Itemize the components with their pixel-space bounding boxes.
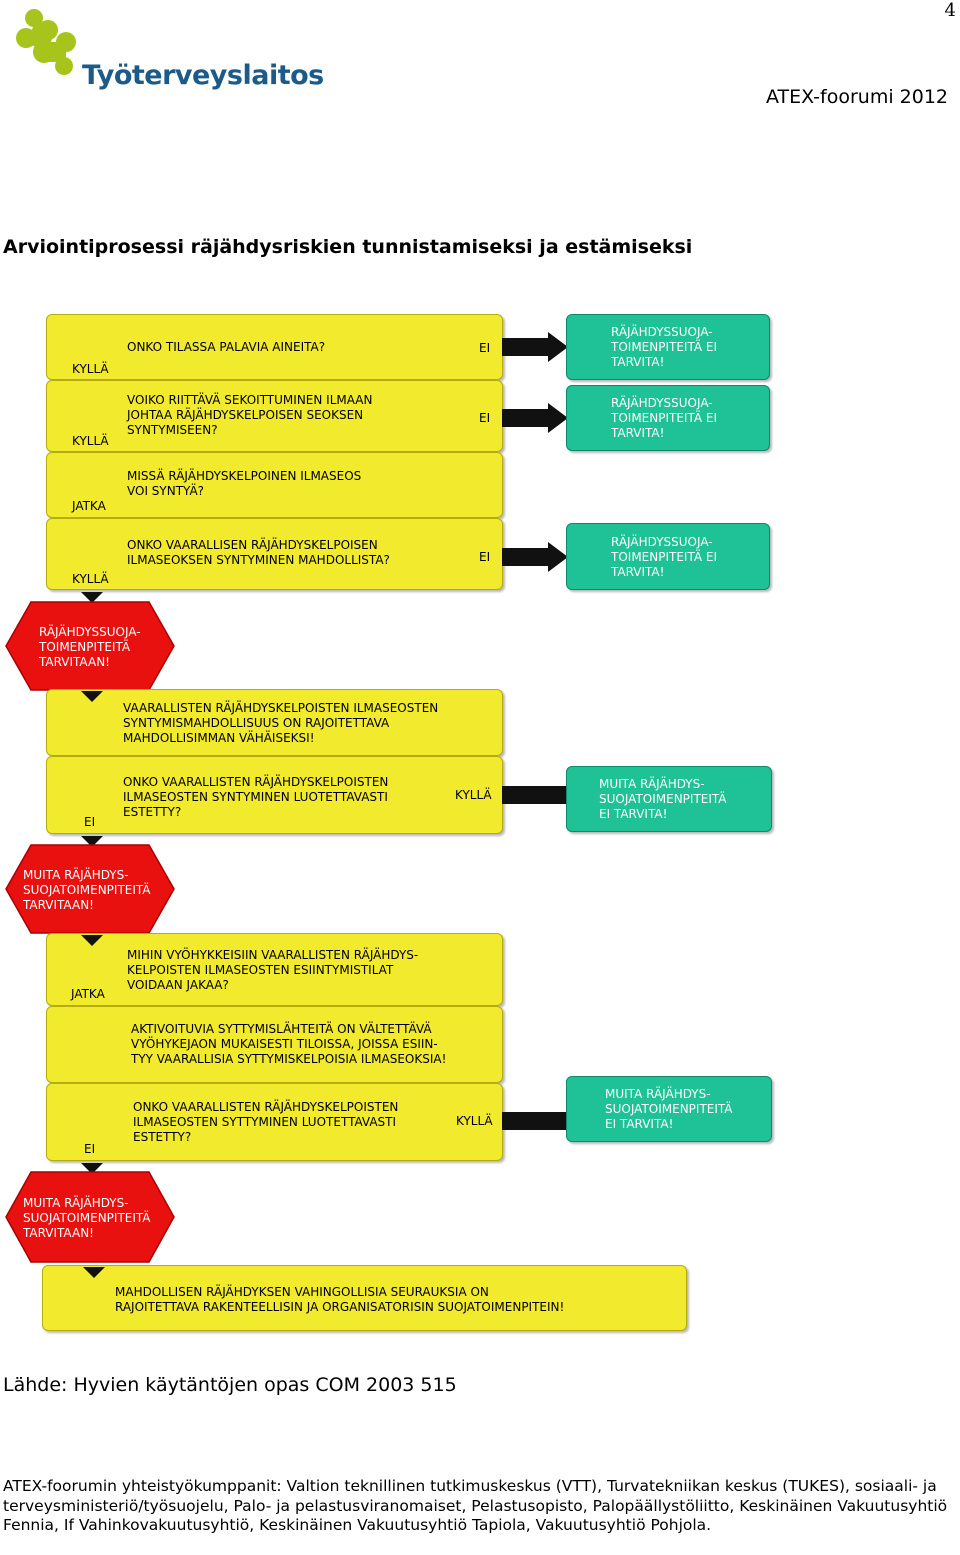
stop-sign-3-text: MUITA RÄJÄHDYS- SUOJATOIMENPITEITÄ TARVI… xyxy=(23,1196,151,1240)
flow-step-q4-text: ONKO VAARALLISEN RÄJÄHDYSKELPOISEN ILMAS… xyxy=(127,538,390,567)
down-arrow-icon xyxy=(81,592,103,603)
flow-step-q1-yes: KYLLÄ xyxy=(72,362,109,376)
flow-step-q4-yes: KYLLÄ xyxy=(72,572,109,586)
outcome-box-3: RÄJÄHDYSSUOJA- TOIMENPITEITÄ EI TARVITA! xyxy=(566,523,770,590)
flow-step-q2-text: VOIKO RIITTÄVÄ SEKOITTUMINEN ILMAAN JOHT… xyxy=(127,393,373,437)
flow-step-q7-text: MIHIN VYÖHYKKEISIIN VAARALLISTEN RÄJÄHDY… xyxy=(127,948,419,992)
page-title: Arviointiprosessi räjähdysriskien tunnis… xyxy=(3,236,693,258)
flow-step-q1-text: ONKO TILASSA PALAVIA AINEITA? xyxy=(127,340,326,354)
stop-sign-2-text: MUITA RÄJÄHDYS- SUOJATOIMENPITEITÄ TARVI… xyxy=(23,868,151,912)
stop-octagon-icon xyxy=(5,1171,175,1263)
flow-step-q1: ONKO TILASSA PALAVIA AINEITA? EI KYLLÄ xyxy=(46,314,503,380)
flow-step-q4: ONKO VAARALLISEN RÄJÄHDYSKELPOISEN ILMAS… xyxy=(46,518,503,590)
outcome-box-1-text: RÄJÄHDYSSUOJA- TOIMENPITEITÄ EI TARVITA! xyxy=(611,325,717,369)
flow-step-q6-yes: KYLLÄ xyxy=(455,788,492,802)
down-arrow-icon xyxy=(81,1163,103,1174)
flow-step-q5-text: VAARALLISTEN RÄJÄHDYSKELPOISTEN ILMASEOS… xyxy=(123,701,439,745)
down-arrow-icon xyxy=(81,836,103,847)
flow-step-q1-no: EI xyxy=(479,341,491,355)
flow-step-q10-text: MAHDOLLISEN RÄJÄHDYKSEN VAHINGOLLISIA SE… xyxy=(115,1285,565,1314)
flow-step-q9-yes: KYLLÄ xyxy=(456,1114,493,1128)
flow-step-q7-next: JATKA xyxy=(71,987,105,1001)
right-arrow-icon xyxy=(502,332,568,362)
logo-mark-icon xyxy=(16,9,76,75)
flow-step-q2-no: EI xyxy=(479,411,491,425)
page-number: 4 xyxy=(944,0,956,21)
flow-step-q9-text: ONKO VAARALLISTEN RÄJÄHDYSKELPOISTEN ILM… xyxy=(133,1100,399,1144)
flow-step-q4-no: EI xyxy=(479,550,491,564)
stop-sign-1-text: RÄJÄHDYSSUOJA- TOIMENPITEITÄ TARVITAAN! xyxy=(39,625,141,669)
logo: Työterveyslaitos xyxy=(14,8,324,98)
right-arrow-icon xyxy=(502,542,568,572)
outcome-box-3-text: RÄJÄHDYSSUOJA- TOIMENPITEITÄ EI TARVITA! xyxy=(611,535,717,579)
flow-step-q8-text: AKTIVOITUVIA SYTTYMISLÄHTEITÄ ON VÄLTETT… xyxy=(131,1022,447,1066)
flow-step-q6: ONKO VAARALLISTEN RÄJÄHDYSKELPOISTEN ILM… xyxy=(46,756,503,834)
flow-step-q8: AKTIVOITUVIA SYTTYMISLÄHTEITÄ ON VÄLTETT… xyxy=(46,1006,503,1083)
outcome-box-4-text: MUITA RÄJÄHDYS- SUOJATOIMENPITEITÄ EI TA… xyxy=(599,777,727,821)
stop-sign-3: MUITA RÄJÄHDYS- SUOJATOIMENPITEITÄ TARVI… xyxy=(5,1171,175,1263)
stop-sign-1: RÄJÄHDYSSUOJA- TOIMENPITEITÄ TARVITAAN! xyxy=(5,601,175,691)
flow-step-q7: MIHIN VYÖHYKKEISIIN VAARALLISTEN RÄJÄHDY… xyxy=(46,933,503,1006)
outcome-box-5-text: MUITA RÄJÄHDYS- SUOJATOIMENPITEITÄ EI TA… xyxy=(605,1087,733,1131)
flow-step-q2: VOIKO RIITTÄVÄ SEKOITTUMINEN ILMAAN JOHT… xyxy=(46,380,503,452)
flow-step-q9-no: EI xyxy=(84,1142,96,1156)
flow-step-q6-text: ONKO VAARALLISTEN RÄJÄHDYSKELPOISTEN ILM… xyxy=(123,775,389,819)
outcome-box-2: RÄJÄHDYSSUOJA- TOIMENPITEITÄ EI TARVITA! xyxy=(566,385,770,451)
flow-step-q2-yes: KYLLÄ xyxy=(72,434,109,448)
stop-sign-2: MUITA RÄJÄHDYS- SUOJATOIMENPITEITÄ TARVI… xyxy=(5,844,175,934)
outcome-box-1: RÄJÄHDYSSUOJA- TOIMENPITEITÄ EI TARVITA! xyxy=(566,314,770,380)
down-arrow-icon xyxy=(81,935,103,946)
partners-text: ATEX-foorumin yhteistyökumppanit: Valtio… xyxy=(3,1477,948,1534)
down-arrow-icon xyxy=(83,1267,105,1278)
flow-step-q6-no: EI xyxy=(84,815,96,829)
flow-step-q10: MAHDOLLISEN RÄJÄHDYKSEN VAHINGOLLISIA SE… xyxy=(42,1265,687,1331)
flow-step-q9: ONKO VAARALLISTEN RÄJÄHDYSKELPOISTEN ILM… xyxy=(46,1083,503,1161)
outcome-box-5: MUITA RÄJÄHDYS- SUOJATOIMENPITEITÄ EI TA… xyxy=(566,1076,772,1142)
flow-step-q3: MISSÄ RÄJÄHDYSKELPOINEN ILMASEOS VOI SYN… xyxy=(46,452,503,518)
flow-step-q3-text: MISSÄ RÄJÄHDYSKELPOINEN ILMASEOS VOI SYN… xyxy=(127,469,362,498)
flow-step-q3-next: JATKA xyxy=(72,499,106,513)
down-arrow-icon xyxy=(81,691,103,702)
outcome-box-2-text: RÄJÄHDYSSUOJA- TOIMENPITEITÄ EI TARVITA! xyxy=(611,396,717,440)
flow-step-q5: VAARALLISTEN RÄJÄHDYSKELPOISTEN ILMASEOS… xyxy=(46,689,503,756)
right-arrow-icon xyxy=(502,403,568,433)
logo-text: Työterveyslaitos xyxy=(82,60,324,91)
event-name: ATEX-foorumi 2012 xyxy=(765,86,948,108)
outcome-box-4: MUITA RÄJÄHDYS- SUOJATOIMENPITEITÄ EI TA… xyxy=(566,766,772,832)
source-citation: Lähde: Hyvien käytäntöjen opas COM 2003 … xyxy=(3,1374,457,1396)
